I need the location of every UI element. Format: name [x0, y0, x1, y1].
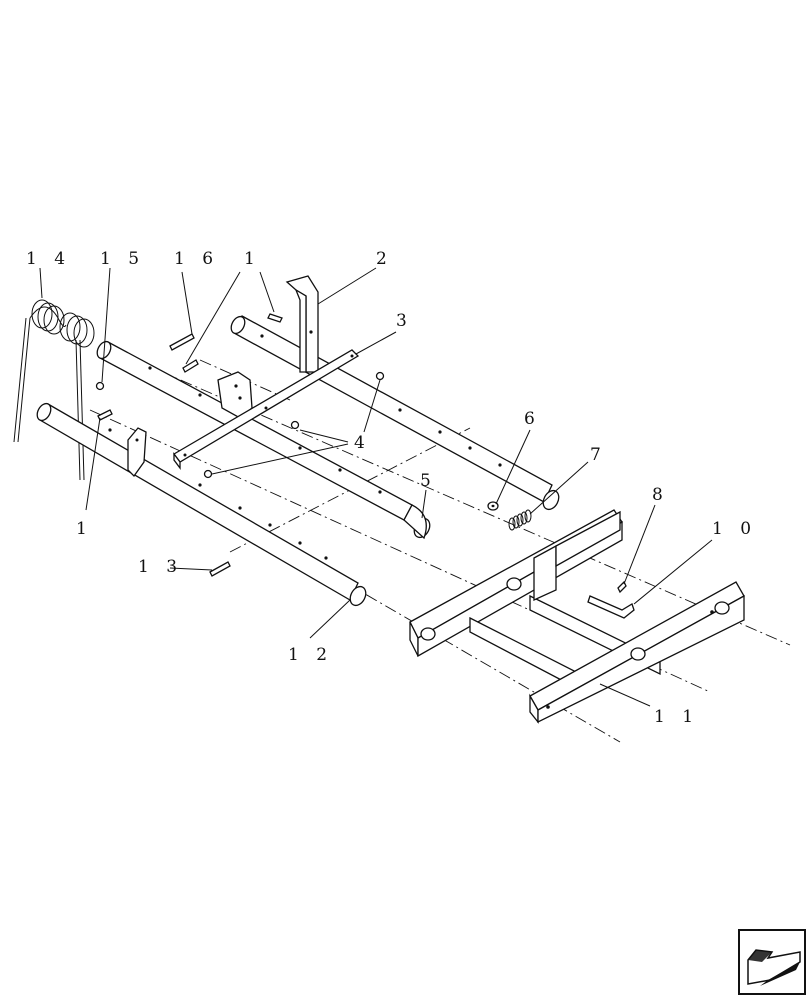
tube-rear	[96, 340, 431, 540]
tine-bracket	[127, 427, 147, 478]
callout-3: 3	[396, 311, 413, 331]
callout-2: 2	[376, 249, 393, 269]
arrow-return-icon[interactable]	[738, 929, 806, 995]
tube-5	[230, 315, 560, 511]
leader-lines	[39, 267, 713, 707]
main-frame	[409, 509, 745, 724]
callout-15: 1 5	[100, 249, 145, 269]
callout-13: 1 3	[138, 557, 183, 577]
callout-5: 5	[420, 471, 437, 491]
callout-10: 1 0	[712, 519, 757, 539]
upright-bracket	[285, 275, 319, 373]
callout-14: 1 4	[26, 249, 71, 269]
tube-12	[36, 402, 367, 607]
tine-spring	[13, 299, 95, 481]
pins	[587, 580, 635, 619]
callout-6: 6	[524, 409, 541, 429]
washer-and-spring	[487, 501, 532, 531]
fasteners	[95, 313, 385, 577]
callout-1-top: 1	[244, 249, 261, 269]
tube-holes	[108, 334, 502, 560]
callout-7: 7	[590, 445, 607, 465]
callout-12: 1 2	[288, 645, 333, 665]
callout-16: 1 6	[174, 249, 219, 269]
callout-4: 4	[354, 433, 371, 453]
callout-8: 8	[652, 485, 669, 505]
cross-strap	[173, 349, 360, 470]
callout-11: 1 1	[654, 707, 699, 727]
callout-labels: 1 4 1 5 1 6 1 2 3 4 6 7 5 8 1 0 1 1 3 1 …	[26, 249, 757, 727]
callout-1-lower: 1	[76, 519, 93, 539]
